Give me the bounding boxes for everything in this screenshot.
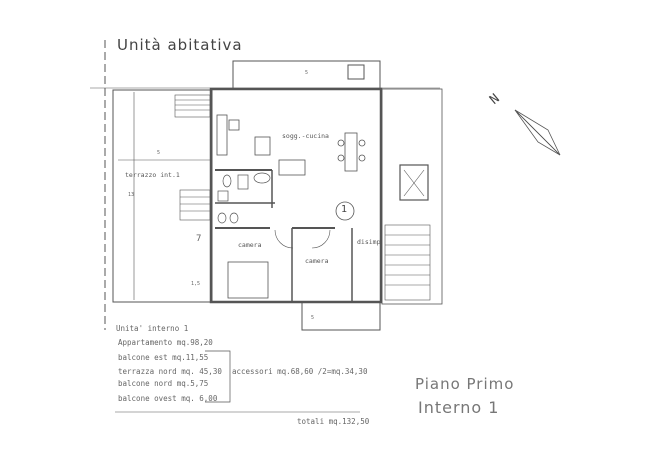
unit-marker: 1 [341,204,348,215]
unit-label: Interno 1 [418,398,500,417]
summary-accessories: accessori mq.68,60 /2=mq.34,30 [232,367,368,376]
dim-left-balcony-width: 1,5 [191,281,201,287]
page-title: Unità abitativa [117,36,243,54]
dim-terrace-width: 5 [157,150,161,156]
elevator-icon [399,164,429,201]
summary-apartment: Appartamento mq.98,20 [118,338,213,347]
north-arrow-icon [514,109,561,156]
sofa-icon [278,159,306,176]
stairs-icon [384,224,431,301]
room-label-hall: disimp [357,238,381,246]
room-label-bedroom1: camera [238,241,262,249]
stove-icon [228,119,240,131]
room-label-living: sogg.-cucina [282,132,329,140]
dim-terrace-height: 13 [128,192,135,198]
dining-table-icon [254,132,366,172]
summary-item: balcone est mq.11,55 [118,353,209,362]
bottom-balcony [301,301,381,331]
summary-item: balcone ovest mq. 6,00 [118,394,218,403]
apartment-walls [209,87,383,304]
kitchen-counter-icon [216,114,228,156]
room-label-bedroom2: camera [305,257,329,265]
stairs-icon [174,94,211,221]
bed-icon [227,261,269,299]
stairwell-block [381,88,443,305]
summary-total: totali mq.132,50 [297,417,370,426]
balcony-bracket [205,350,231,403]
dim-left-balcony: 7 [196,234,202,244]
armchair-icon [347,64,365,80]
summary-item: balcone nord mq.5,75 [118,379,209,388]
floor-label: Piano Primo [415,375,515,393]
dim-balcony-top: 5 [305,70,309,76]
dim-bottom-balcony: 5 [311,315,315,321]
bathroom-fixtures-icon [217,172,271,224]
room-label-terrace: terrazzo int.1 [125,171,180,179]
unit-marker-circle [335,201,355,221]
summary-item: terrazza nord mq. 45,30 [118,367,222,376]
summary-unit: Unita' interno 1 [116,324,189,333]
